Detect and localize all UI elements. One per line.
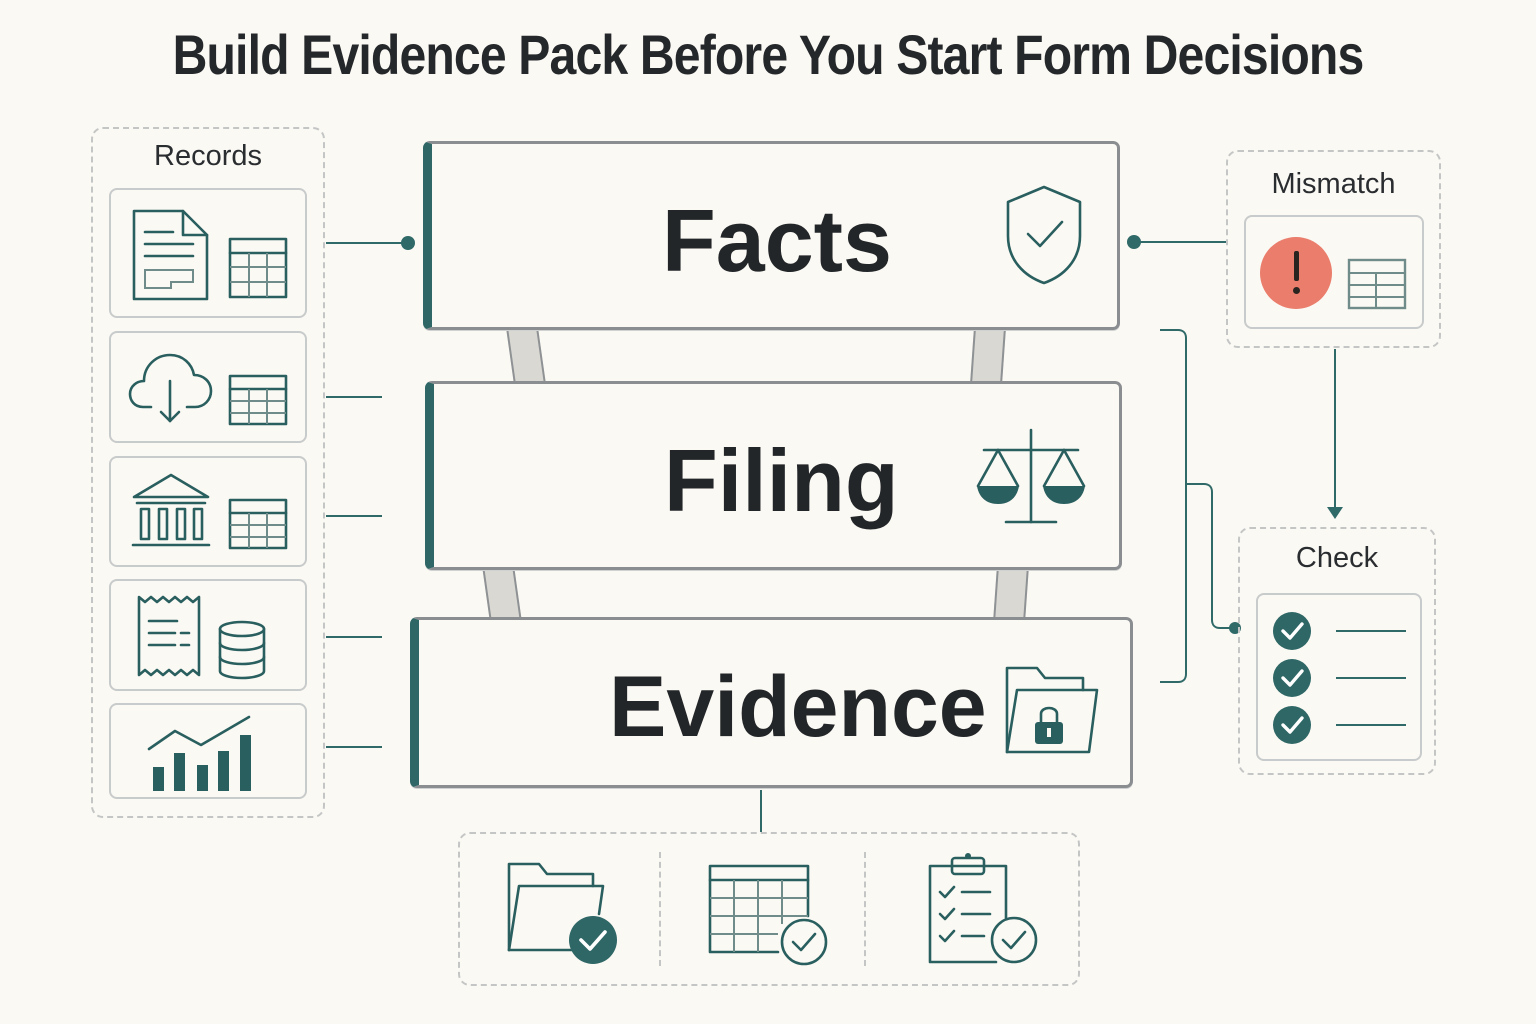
stack-post [482,566,522,622]
check-circle-icon [1273,659,1311,697]
records-connector [326,636,382,638]
shield-check-icon [1006,185,1082,285]
facts-mismatch-connector [1134,241,1226,243]
scales-icon [976,428,1086,524]
mismatch-card[interactable] [1244,215,1424,329]
layer-label: Facts [662,191,892,290]
folder-check-icon[interactable] [505,860,621,968]
records-label: Records [154,140,262,172]
mismatch-panel [1226,150,1441,348]
cloud-download-icon [128,353,213,423]
mismatch-label: Mismatch [1271,168,1396,200]
checklist-item [1272,611,1412,651]
alert-icon [1260,237,1332,309]
evidence-output-connector [760,790,762,832]
spreadsheet-icon [228,498,288,550]
outputs-divider [864,852,866,966]
spreadsheet-icon [1347,258,1407,310]
checklist-card[interactable] [1256,593,1422,761]
outputs-divider [659,852,661,966]
stack-post [505,326,547,386]
locked-folder-icon [1005,666,1099,754]
record-card-receipts[interactable] [109,579,307,691]
checklist-item [1272,705,1412,745]
check-circle-icon [1273,706,1311,744]
bar-chart-icon [147,715,251,791]
layer-facts[interactable]: Facts [423,141,1120,330]
spreadsheet-icon [228,374,288,426]
records-connector [326,515,382,517]
layer-evidence[interactable]: Evidence [410,617,1133,788]
spreadsheet-check-icon[interactable] [708,864,830,968]
records-connector [326,746,382,748]
record-card-cloud[interactable] [109,331,307,443]
checklist-item [1272,658,1412,698]
check-panel [1238,527,1436,775]
record-card-bank[interactable] [109,456,307,567]
connector-dot [401,236,415,250]
stack-post [969,326,1007,386]
arrow-down-icon [1327,507,1343,519]
records-panel [91,127,325,818]
stack-bracket-connector [1160,329,1241,683]
check-label: Check [1295,542,1379,574]
record-card-documents[interactable] [109,188,307,318]
records-connector [326,396,382,398]
page-title: Build Evidence Pack Before You Start For… [172,23,1365,86]
database-icon [218,620,266,680]
clipboard-check-icon[interactable] [928,852,1040,968]
check-circle-icon [1273,612,1311,650]
stack-post [993,566,1029,622]
layer-label: Filing [664,431,899,530]
spreadsheet-icon [228,237,288,299]
mismatch-check-arrow [1334,349,1336,509]
record-card-charts[interactable] [109,703,307,799]
document-icon [132,209,209,301]
layer-filing[interactable]: Filing [425,381,1122,570]
outputs-panel [458,832,1080,986]
layer-label: Evidence [609,659,987,755]
records-connector [326,242,408,244]
bank-icon [131,473,211,547]
receipt-icon [137,595,201,677]
